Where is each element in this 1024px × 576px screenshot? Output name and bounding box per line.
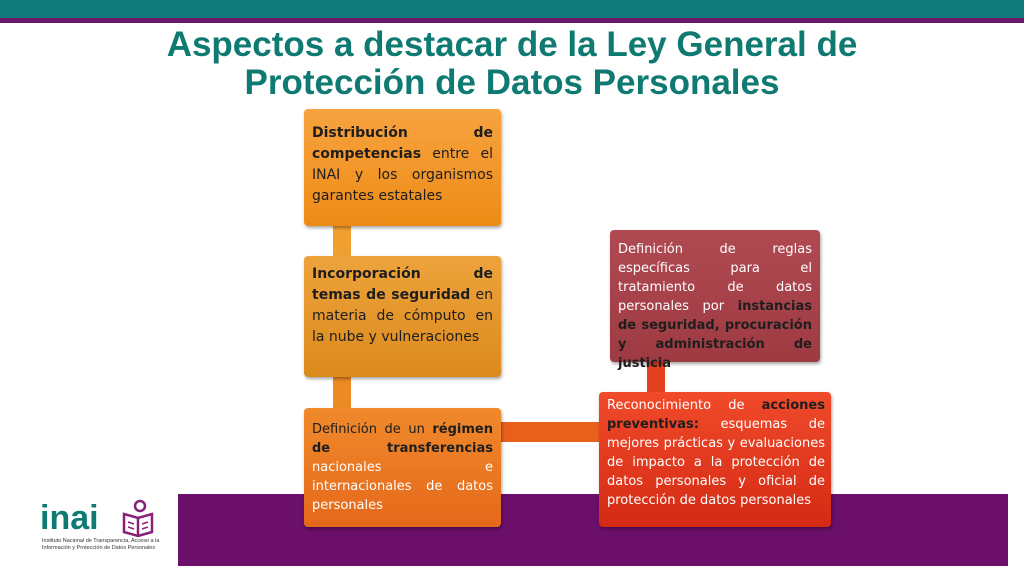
slide-title-line2: Protección de Datos Personales (244, 63, 780, 102)
box-transferencias-bold: régimen de transferencias (312, 422, 493, 456)
box-reglas: Definición de reglas específicas para el… (610, 230, 820, 371)
box-reglas-bold: instancias de seguridad, procuración y a… (618, 299, 812, 371)
box-transferencias-pre: Definición de un (312, 422, 433, 437)
box-seguridad-bold: Incorporación de temas de seguridad (312, 266, 493, 303)
box-seguridad-text: en materia de cómputo en la nube y vulne… (312, 287, 493, 345)
logo-wordmark: inai (40, 499, 99, 537)
box-competencias: Distribución de competencias entre el IN… (304, 109, 501, 226)
box-preventivas-bold: acciones preventivas: (607, 398, 825, 432)
box-transferencias: Definición de un régimen de transferenci… (304, 408, 501, 527)
connector-vertical-1 (333, 224, 351, 258)
top-teal-bar (0, 0, 1024, 18)
box-reglas-pre: Definición de reglas específicas para el… (618, 242, 812, 314)
box-preventivas-text: esquemas de mejores prácticas y evaluaci… (607, 417, 825, 508)
logo-subtitle: Instituto Nacional de Transparencia, Acc… (42, 538, 172, 552)
inai-logo: inai Instituto Nacional de Transparencia… (40, 498, 170, 564)
connector-vertical-3 (647, 360, 665, 394)
box-competencias-bold: Distribución de competencias (312, 125, 493, 162)
logo-subtitle-line2: Información y Protección de Datos Person… (42, 545, 156, 551)
connector-horizontal (499, 422, 601, 442)
box-seguridad: Incorporación de temas de seguridad en m… (304, 256, 501, 377)
purple-footer-band (178, 494, 1008, 566)
slide-title: Aspectos a destacar de la Ley General de… (0, 26, 1024, 102)
top-purple-bar (0, 18, 1024, 23)
box-preventivas: Reconocimiento de acciones preventivas: … (599, 392, 831, 527)
logo-subtitle-line1: Instituto Nacional de Transparencia, Acc… (42, 538, 160, 544)
book-person-icon (122, 499, 154, 538)
box-preventivas-pre: Reconocimiento de (607, 398, 762, 413)
box-transferencias-text: nacionales e internacionales de datos pe… (312, 460, 493, 513)
slide-title-line1: Aspectos a destacar de la Ley General de (166, 25, 858, 64)
connector-vertical-2 (333, 375, 351, 410)
box-competencias-text: entre el INAI y los organismos garantes … (312, 146, 493, 204)
